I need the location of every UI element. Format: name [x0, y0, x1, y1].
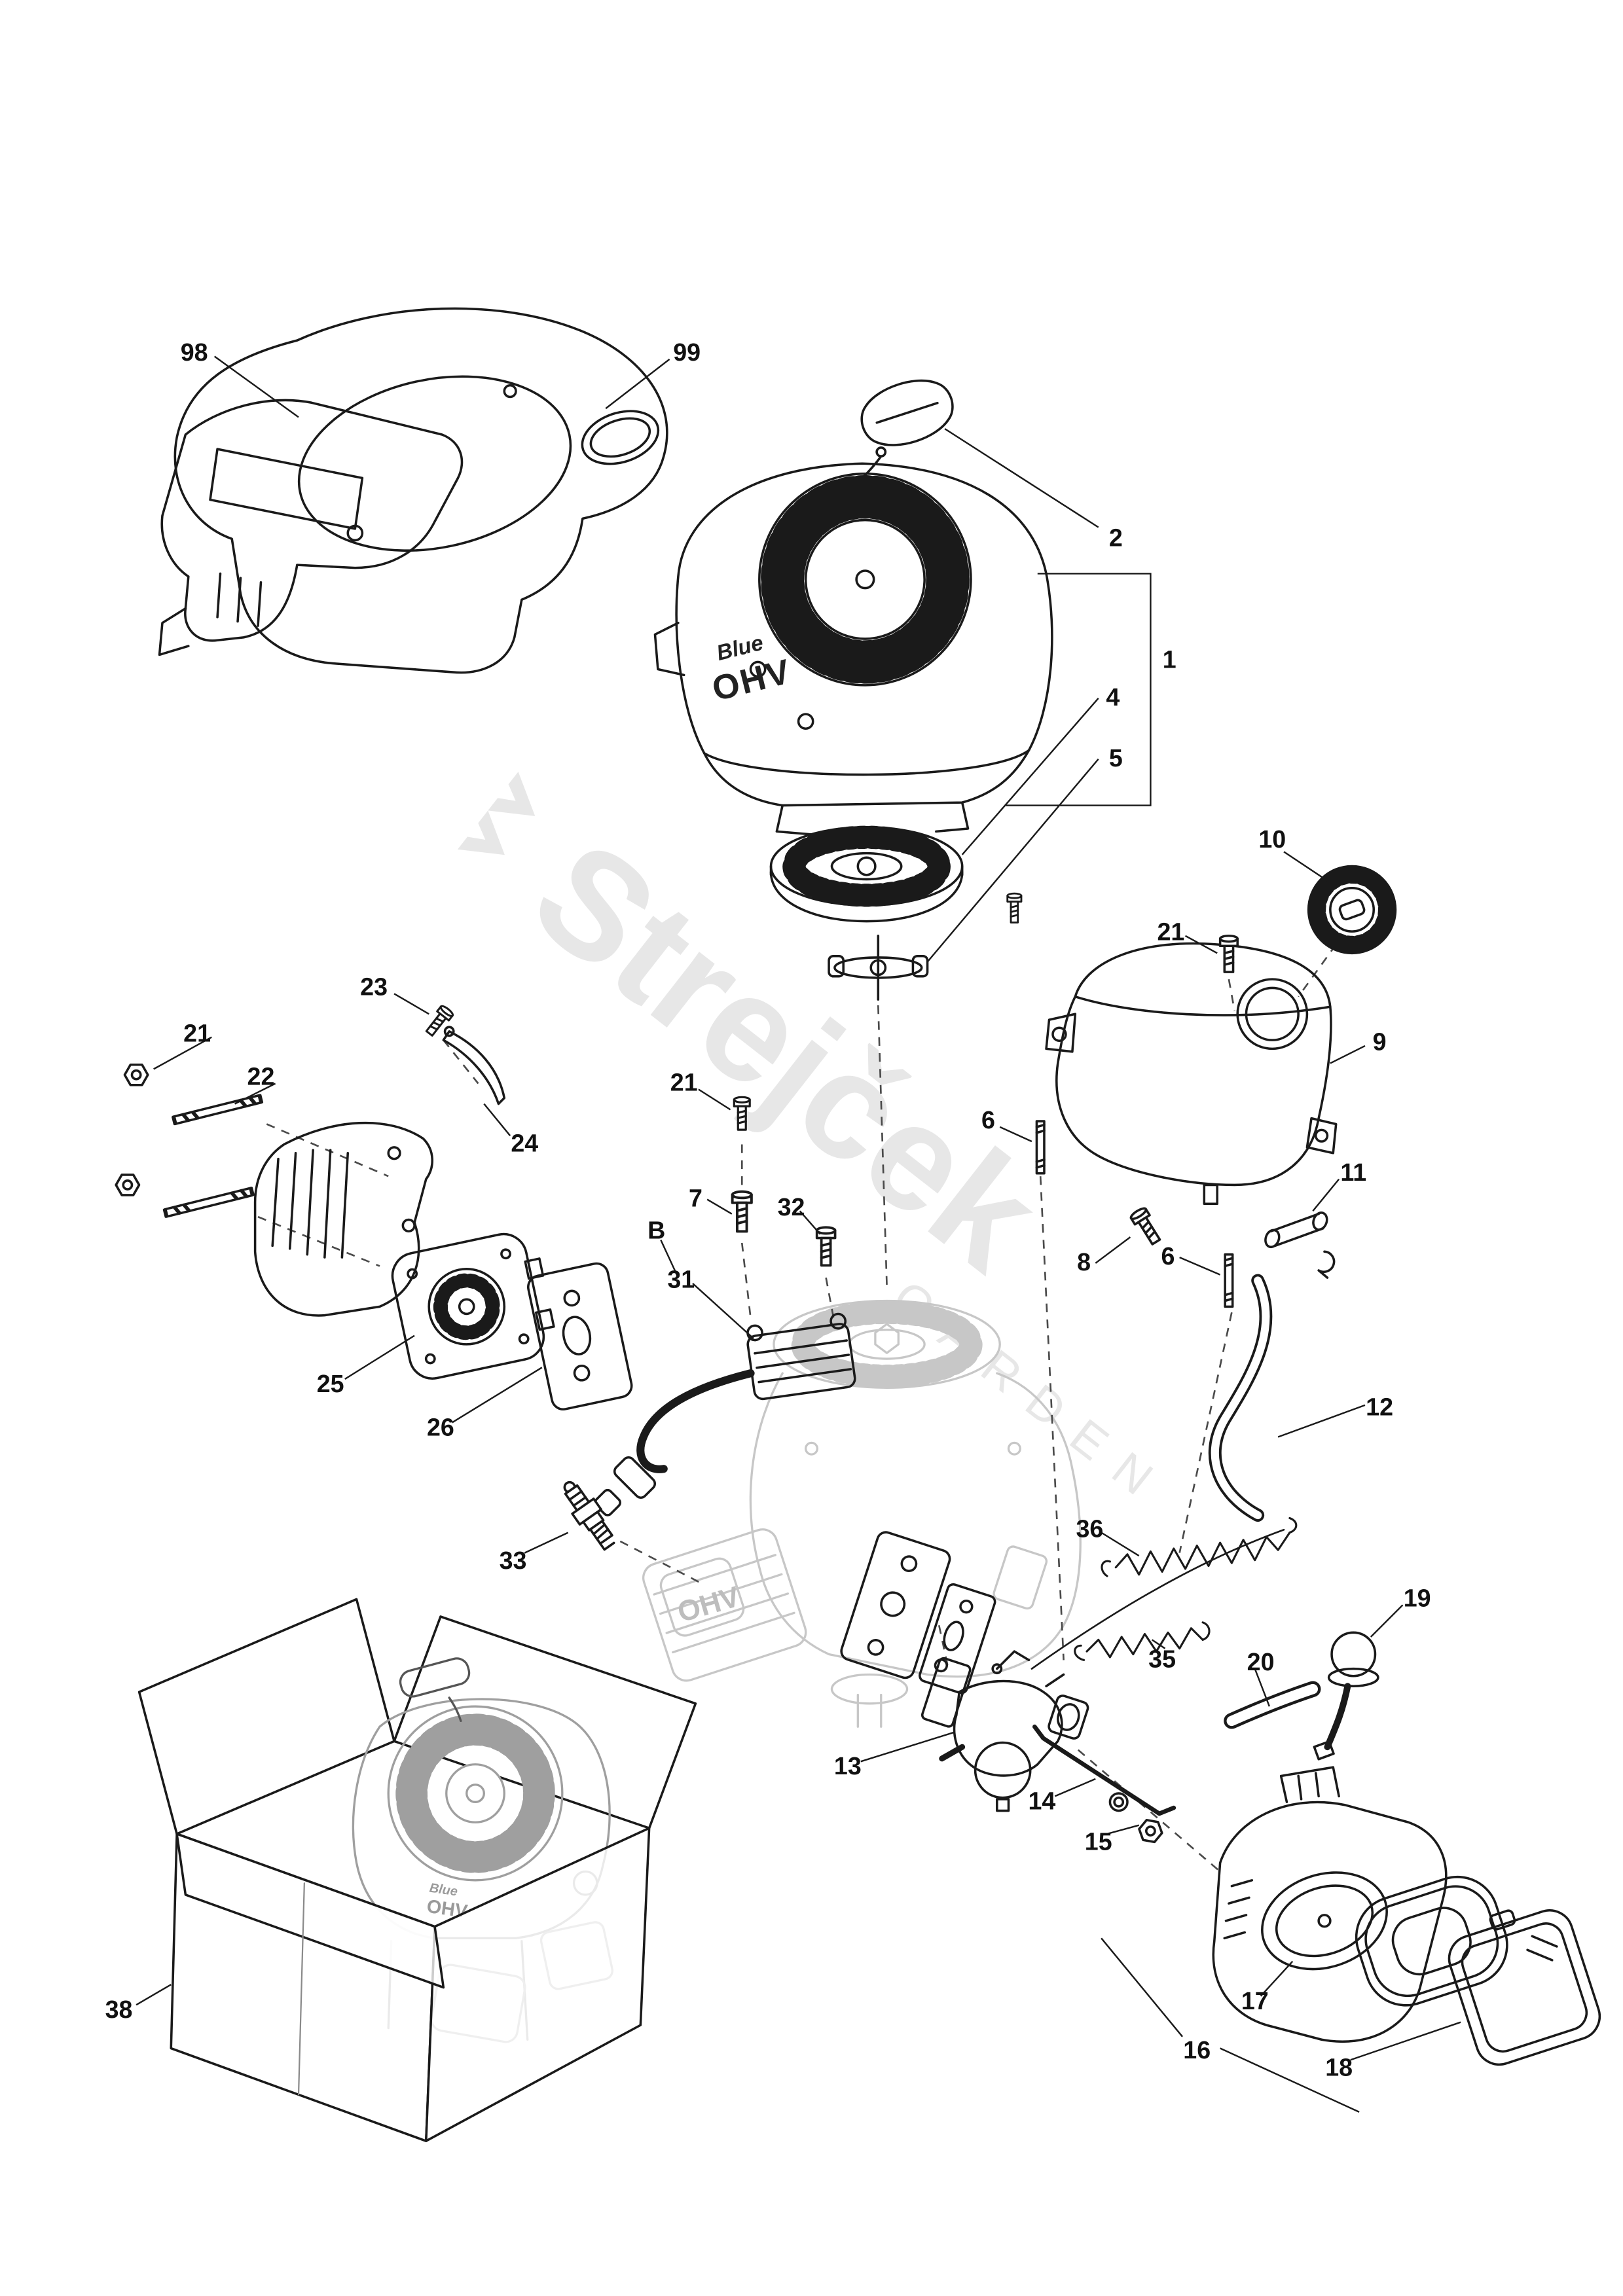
callout-24: 24: [511, 1130, 538, 1157]
callout-B: B: [647, 1216, 665, 1244]
callout-7: 7: [689, 1185, 702, 1212]
part-exhaust-gasket: [527, 1262, 633, 1410]
callout-38: 38: [105, 1996, 133, 2023]
part-muffler-guard: [253, 1121, 433, 1317]
callout-21-tank: 21: [1157, 918, 1184, 945]
callout-18: 18: [1325, 2054, 1353, 2081]
callout-15: 15: [1085, 1827, 1112, 1855]
callout-25: 25: [317, 1370, 344, 1397]
part-fuel-hose: [1208, 1274, 1273, 1522]
watermark-brand-text: Strejček: [504, 808, 1070, 1302]
callout-9: 9: [1373, 1028, 1387, 1056]
part-primer-bulb: [1313, 1631, 1379, 1761]
watermark-logo-icon: [457, 772, 536, 855]
callout-32: 32: [778, 1193, 805, 1221]
callout-31: 31: [667, 1266, 695, 1293]
callout-22: 22: [247, 1063, 275, 1090]
callout-35: 35: [1148, 1645, 1176, 1672]
callout-12: 12: [1366, 1393, 1393, 1420]
callout-16: 16: [1183, 2036, 1211, 2064]
part-heat-shield: [840, 1531, 951, 1679]
part-carburetor: [921, 1650, 1089, 1812]
part-flywheel-fan: [769, 825, 964, 923]
part-governor-link-spring: [1030, 1516, 1298, 1670]
part-guard-bracket: [442, 1026, 506, 1105]
part-carb-gasket: [919, 1583, 996, 1695]
callout-6-rear: 6: [1161, 1242, 1175, 1270]
line-art: Blue OHV: [115, 307, 1601, 2066]
part-packaging-box: Blue OHV: [137, 1598, 697, 2142]
tank-bolt-21: [1218, 934, 1239, 973]
rope-anchor: [875, 446, 887, 457]
leader-lines: [136, 355, 1461, 2113]
callouts: 98 99 2 1 4 5 10 21 9 23 21 22 24 21 6 7…: [105, 338, 1431, 2081]
part-blower-housing: Blue OHV: [653, 462, 1053, 836]
callout-14: 14: [1028, 1787, 1055, 1814]
stud-22-lower: [165, 1188, 253, 1217]
part-air-cleaner-cover: [1448, 1909, 1601, 2066]
callout-19: 19: [1404, 1584, 1431, 1611]
callout-4: 4: [1106, 683, 1120, 711]
nut-15: [1136, 1818, 1165, 1844]
cup-bolt: [1006, 892, 1023, 924]
callout-2: 2: [1109, 524, 1123, 551]
callout-11: 11: [1340, 1158, 1366, 1186]
part-fuel-cap: [1307, 865, 1397, 955]
callout-13: 13: [834, 1752, 862, 1780]
nut-21-upper: [123, 1063, 149, 1086]
callout-98: 98: [181, 338, 208, 366]
callout-21-coil: 21: [670, 1069, 698, 1096]
callout-10: 10: [1258, 825, 1286, 853]
callout-17: 17: [1241, 1987, 1269, 2015]
tank-stud-6-front: [1035, 1120, 1046, 1175]
callout-99: 99: [673, 338, 701, 366]
tank-stud-6-rear: [1224, 1253, 1234, 1308]
callout-5: 5: [1109, 744, 1123, 772]
coil-bolt-7: [731, 1190, 753, 1233]
nut-21-lower: [115, 1174, 141, 1196]
part-spring-35: [1074, 1621, 1211, 1661]
callout-20: 20: [1247, 1648, 1275, 1676]
part-muffler: [391, 1232, 555, 1380]
callout-6-front: 6: [981, 1106, 995, 1134]
bolt-8: [1128, 1205, 1165, 1248]
callout-8: 8: [1077, 1248, 1091, 1276]
part-ignition-coil: [594, 1312, 856, 1516]
callout-26: 26: [427, 1413, 454, 1441]
part-starter-cup: [828, 934, 929, 1001]
stud-22-upper: [173, 1095, 261, 1124]
part-front-cover: [158, 399, 464, 656]
callout-23: 23: [360, 973, 388, 1001]
part-top-cover: [173, 307, 668, 674]
callout-33: 33: [500, 1547, 527, 1574]
part-fuel-tank: [1045, 942, 1338, 1205]
part-air-filter-element: [1355, 1875, 1508, 2007]
callout-36: 36: [1076, 1515, 1104, 1542]
part-fuel-pipe: [1264, 1211, 1336, 1279]
part-spark-plug: [563, 1480, 615, 1551]
part-starter-handle: [860, 379, 954, 446]
part-throttle-rod: [1032, 1724, 1176, 1816]
callout-1: 1: [1163, 645, 1176, 673]
part-breather-hose: [1224, 1681, 1321, 1729]
callout-21-nut: 21: [183, 1019, 211, 1047]
